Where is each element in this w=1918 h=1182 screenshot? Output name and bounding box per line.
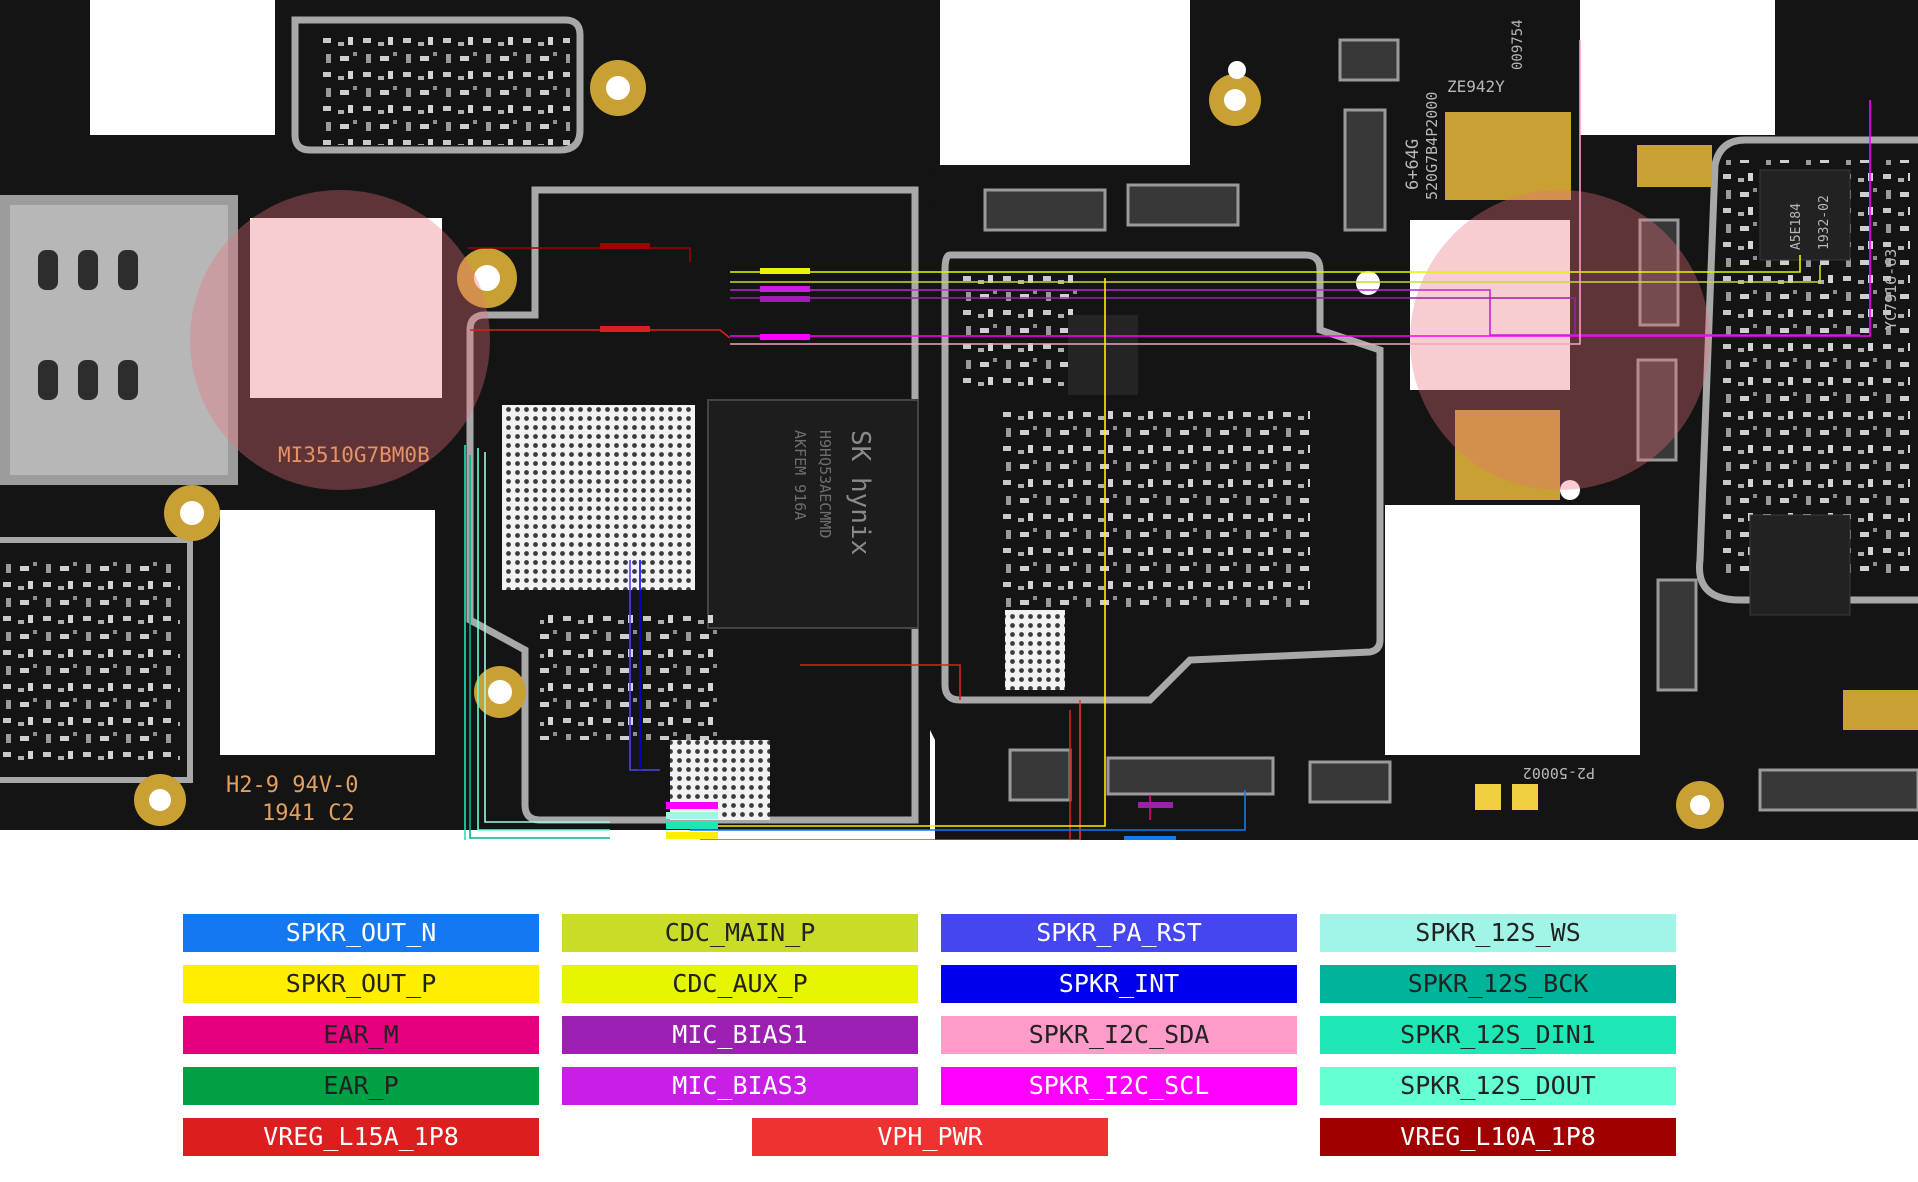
chip-brand-silk: SK hynix <box>845 430 875 555</box>
pcb-board-image: MI3510G7BM0B H2-9 94V-0 1941 C2 SK hynix… <box>0 0 1918 840</box>
legend-spkr-12s-bck: SPKR_12S_BCK <box>1320 965 1676 1003</box>
legend-vreg-l10a-1p8: VREG_L10A_1P8 <box>1320 1118 1676 1156</box>
watermark-logo <box>190 190 1710 490</box>
ic-code2-silk: AKFEM 916A <box>791 430 809 520</box>
legend-cdc-aux-p: CDC_AUX_P <box>562 965 918 1003</box>
rating-silk: H2-9 94V-0 <box>226 773 358 798</box>
legend-spkr-out-n: SPKR_OUT_N <box>183 914 539 952</box>
legend-spkr-12s-dout: SPKR_12S_DOUT <box>1320 1067 1676 1105</box>
legend-mic-bias1: MIC_BIAS1 <box>562 1016 918 1054</box>
legend-ear-m: EAR_M <box>183 1016 539 1054</box>
legend-mic-bias3: MIC_BIAS3 <box>562 1067 918 1105</box>
ic4-code-silk: 1932-02 <box>1817 195 1832 250</box>
legend-spkr-out-p: SPKR_OUT_P <box>183 965 539 1003</box>
mem-code-silk: 6+64G <box>1403 139 1423 190</box>
mem-code2-silk: 520G7B4P2000 <box>1423 92 1441 200</box>
date-code-silk: 1941 C2 <box>262 801 355 826</box>
legend-vph-pwr: VPH_PWR <box>752 1118 1108 1156</box>
legend-cdc-main-p: CDC_MAIN_P <box>562 914 918 952</box>
signal-traces <box>464 40 1871 840</box>
legend-spkr-12s-ws: SPKR_12S_WS <box>1320 914 1676 952</box>
legend-vreg-l15a-1p8: VREG_L15A_1P8 <box>183 1118 539 1156</box>
legend-spkr-pa-rst: SPKR_PA_RST <box>941 914 1297 952</box>
legend-spkr-i2c-sda: SPKR_I2C_SDA <box>941 1016 1297 1054</box>
net-legend: SPKR_OUT_N CDC_MAIN_P SPKR_PA_RST SPKR_1… <box>0 900 1918 1182</box>
net-labels <box>600 243 1176 840</box>
legend-spkr-i2c-scl: SPKR_I2C_SCL <box>941 1067 1297 1105</box>
legend-ear-p: EAR_P <box>183 1067 539 1105</box>
legend-spkr-int: SPKR_INT <box>941 965 1297 1003</box>
serial-silk: 009754 <box>1510 19 1526 70</box>
ic3-code-silk: A5E184 <box>1789 203 1804 250</box>
ze-code-silk: ZE942Y <box>1447 77 1505 96</box>
left-board: MI3510G7BM0B H2-9 94V-0 1941 C2 SK hynix… <box>0 0 940 830</box>
ic-code-silk: H9HQ53AECMMD <box>816 430 834 538</box>
mi-code-silk: MI3510G7BM0B <box>278 443 430 467</box>
ic2-code-silk: YC7916-63 <box>1882 249 1900 330</box>
legend-spkr-12s-din1: SPKR_12S_DIN1 <box>1320 1016 1676 1054</box>
p2-code-silk: P2-50002 <box>1523 764 1595 782</box>
